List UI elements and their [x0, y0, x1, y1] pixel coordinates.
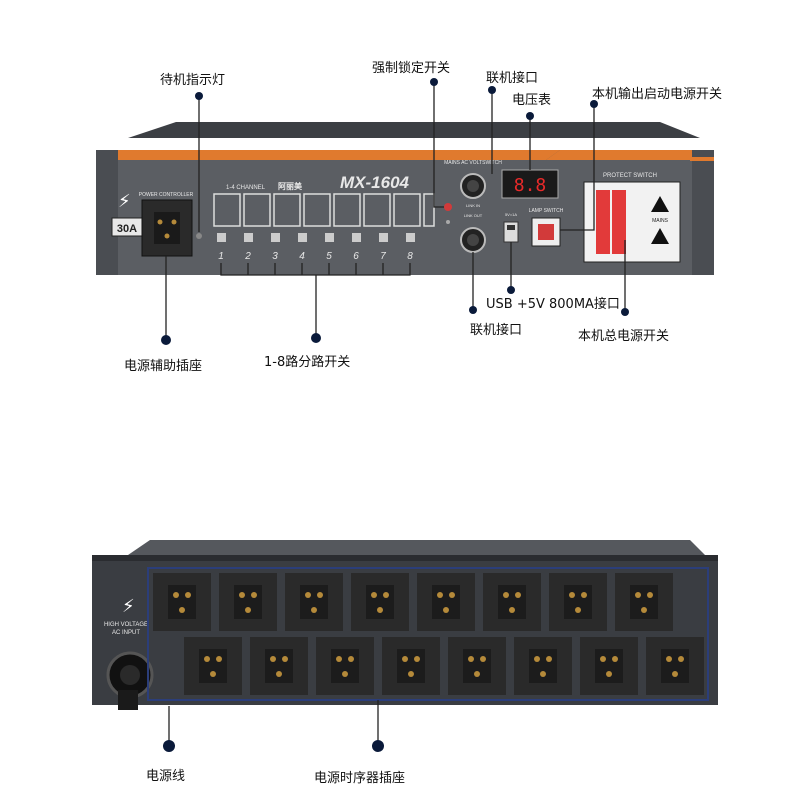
ac-socket[interactable]: [615, 573, 673, 631]
ac-socket[interactable]: [219, 573, 277, 631]
input-label-1: HIGH VOLTAGE: [104, 622, 148, 628]
protect-switch-label: PROTECT SWITCH: [603, 173, 657, 179]
current-badge: 30A: [117, 223, 137, 235]
lamp-switch-label: LAMP SWITCH: [529, 208, 564, 214]
link-in-label: LINK IN: [466, 203, 480, 208]
channel-number: 6: [353, 251, 359, 262]
label-standby-indicator: 待机指示灯: [160, 73, 225, 88]
channel-switch[interactable]: [244, 233, 253, 242]
socket-row-2: [184, 637, 704, 695]
aux-socket[interactable]: [141, 199, 193, 257]
socket-row-1: [153, 573, 673, 631]
ac-socket[interactable]: [580, 637, 638, 695]
rear-chassis-top: [128, 540, 705, 555]
front-panel: ⚡ 30A POWER CONTROLLER 1-4 CHANNEL 阿丽美 M…: [96, 122, 714, 275]
ac-socket[interactable]: [250, 637, 308, 695]
voltmeter-display: 8.8: [514, 175, 547, 196]
channel-switch[interactable]: [271, 233, 280, 242]
label-link-port-top: 联机接口: [486, 70, 538, 86]
label-power-cord: 电源线: [146, 769, 185, 784]
channel-label: 1-4 CHANNEL: [226, 185, 266, 191]
input-label-2: AC INPUT: [112, 630, 140, 636]
power-bolt-icon: ⚡: [122, 596, 135, 616]
channel-switch[interactable]: [406, 233, 415, 242]
rear-panel: ⚡ HIGH VOLTAGE AC INPUT: [92, 540, 718, 710]
ac-socket[interactable]: [285, 573, 343, 631]
ac-socket[interactable]: [549, 573, 607, 631]
standby-indicator-led: [196, 233, 202, 239]
label-link-port-bottom: 联机接口: [470, 322, 522, 338]
mains-label: MAINS: [652, 218, 669, 224]
label-channel-switches: 1-8路分路开关: [264, 354, 350, 370]
link-out-label: LINK OUT: [464, 213, 483, 218]
channel-number: 8: [407, 251, 413, 262]
channel-number: 2: [244, 251, 251, 262]
label-main-switch: 本机总电源开关: [578, 329, 669, 344]
ac-socket[interactable]: [514, 637, 572, 695]
channel-switch[interactable]: [379, 233, 388, 242]
channel-number: 1: [218, 251, 224, 262]
label-sequencer-sockets: 电源时序器插座: [314, 771, 405, 786]
ac-socket[interactable]: [184, 637, 242, 695]
ac-socket[interactable]: [351, 573, 409, 631]
label-aux-socket: 电源辅助插座: [124, 359, 202, 374]
channel-windows: [213, 193, 435, 227]
ac-socket[interactable]: [483, 573, 541, 631]
power-controller-label: POWER CONTROLLER: [139, 192, 194, 198]
main-power-switch[interactable]: [596, 190, 610, 254]
channel-number: 3: [272, 251, 278, 262]
power-bolt-icon: ⚡: [118, 191, 131, 211]
accent-stripe: [118, 150, 560, 160]
channel-switches: 1 2 3 4 5 6 7 8: [217, 233, 415, 262]
voltmeter: [501, 169, 559, 199]
channel-switch[interactable]: [298, 233, 307, 242]
channel-number: 5: [326, 251, 332, 262]
volt-switch-label: MAINS AC VOLTSWITCH: [444, 160, 502, 166]
callout-labels: 待机指示灯 强制锁定开关 联机接口 电压表 本机输出启动电源开关 电源辅助插座 …: [124, 60, 722, 786]
usb-label: 5V=1A: [505, 212, 517, 217]
channel-number: 7: [380, 251, 386, 262]
sequencer-socket-area: [147, 567, 709, 701]
callout-leaders: [161, 78, 629, 752]
front-chassis-top: [128, 122, 700, 138]
ac-socket[interactable]: [417, 573, 475, 631]
channel-switch[interactable]: [217, 233, 226, 242]
label-voltmeter: 电压表: [512, 93, 551, 108]
channel-number: 4: [299, 251, 305, 262]
force-lock-switch[interactable]: [444, 203, 452, 211]
label-force-lock-switch: 强制锁定开关: [372, 60, 450, 76]
channel-switch[interactable]: [352, 233, 361, 242]
label-output-start-switch: 本机输出启动电源开关: [592, 86, 722, 102]
ac-socket[interactable]: [153, 573, 211, 631]
model-label: MX-1604: [340, 173, 410, 192]
brand-label: 阿丽美: [278, 181, 303, 191]
channel-switch[interactable]: [325, 233, 334, 242]
ac-socket[interactable]: [448, 637, 506, 695]
label-usb-port: USB +5V 800MA接口: [486, 296, 620, 312]
ac-socket[interactable]: [382, 637, 440, 695]
ac-socket[interactable]: [316, 637, 374, 695]
ac-socket[interactable]: [646, 637, 704, 695]
